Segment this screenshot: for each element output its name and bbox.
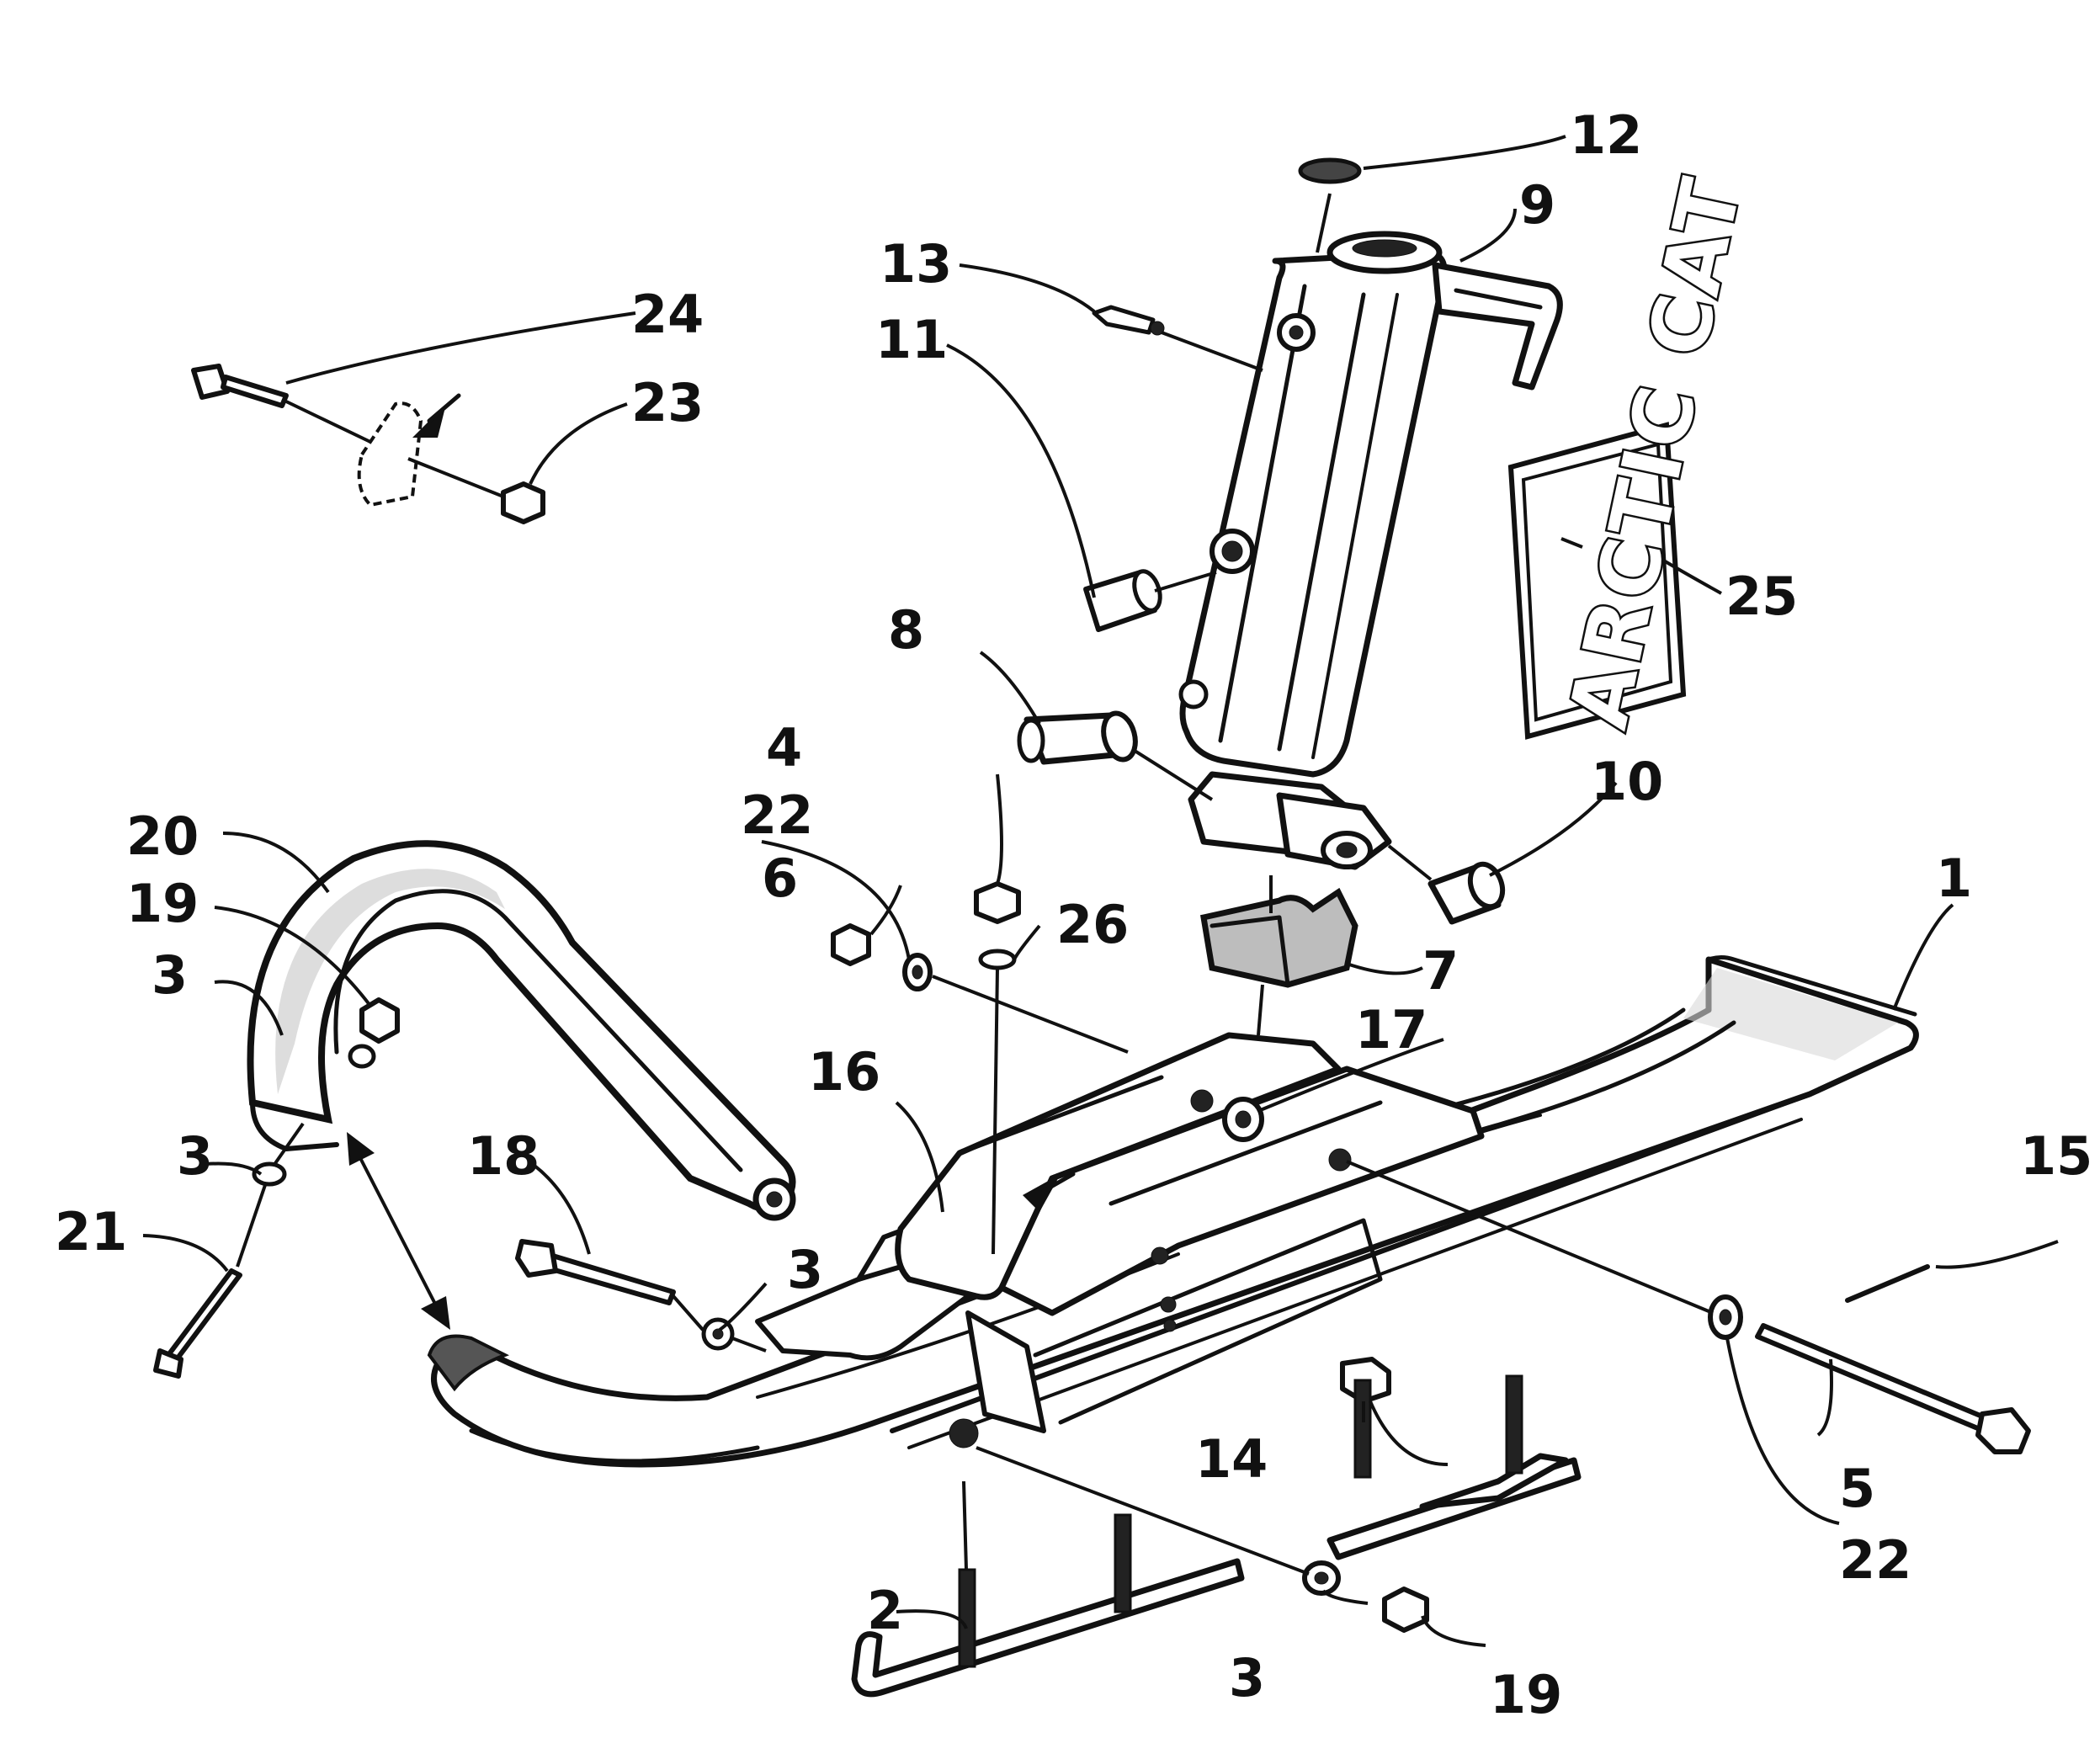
callout-13: 13 [880,233,952,295]
callout-23: 23 [631,372,704,433]
assembly-lines [236,193,1714,1576]
callout-3-upper: 3 [152,944,188,1006]
ski-part [427,955,1919,1468]
callout-3-bottom: 3 [1229,1647,1265,1709]
callout-leaders [142,135,2059,1647]
callout-20: 20 [126,805,199,867]
callout-24: 24 [631,284,704,345]
callout-3-center: 3 [787,1239,823,1300]
callout-6: 6 [762,848,798,909]
callout-5: 5 [1839,1458,1875,1519]
spindle-support-bracket [895,1032,1485,1316]
callout-7: 7 [1422,940,1459,1002]
ski-handle-loop [247,840,796,1221]
callout-19-lower: 19 [1490,1664,1562,1725]
callout-22-upper: 22 [741,784,813,846]
callout-19-upper: 19 [126,873,199,934]
callout-9: 9 [1519,174,1555,236]
callout-3-left: 3 [177,1125,213,1187]
callout-1: 1 [1936,848,1972,909]
callout-8: 8 [888,599,924,661]
callout-labels: 1 2 3 3 3 3 4 5 6 7 8 9 10 11 12 13 14 1… [55,104,2092,1725]
callout-10: 10 [1591,751,1663,812]
steering-spindle [1178,231,1563,870]
small-parts [153,157,2031,1633]
callout-25: 25 [1725,566,1798,627]
callout-2: 2 [867,1580,903,1641]
callout-16: 16 [808,1041,880,1103]
callout-11: 11 [875,309,948,370]
callout-12: 12 [1570,104,1642,166]
callout-15: 15 [2020,1125,2092,1187]
callout-17: 17 [1355,999,1427,1060]
callout-21: 21 [55,1201,127,1262]
callout-22-lower: 22 [1839,1529,1911,1591]
arctic-cat-decal: ARCTIC CAT [1507,166,1762,740]
callout-4: 4 [766,717,802,779]
callout-26: 26 [1056,894,1129,955]
callout-14: 14 [1195,1428,1268,1490]
callout-18: 18 [467,1125,540,1187]
wear-bars [851,1374,1582,1698]
